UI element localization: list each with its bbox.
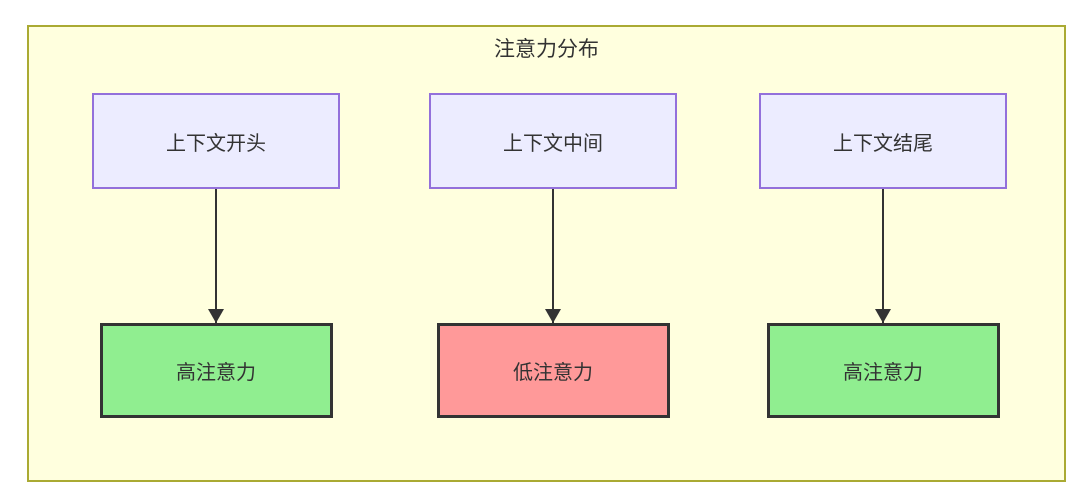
node-high-attention-left: 高注意力: [99, 323, 333, 418]
arrow-down-icon: [552, 189, 554, 323]
diagram-title: 注意力分布: [494, 38, 599, 61]
node-context-middle: 上下文中间: [429, 93, 677, 189]
attention-distribution-subgraph: 注意力分布 上下文开头 高注意力 上下文中间 低注意力 上下文结尾 高注意力: [27, 25, 1066, 482]
arrow-down-icon: [882, 189, 884, 323]
flow-column-context-end: 上下文结尾 高注意力: [759, 93, 1007, 418]
node-high-attention-right: 高注意力: [766, 323, 1000, 418]
node-context-end: 上下文结尾: [759, 93, 1007, 189]
flow-column-context-middle: 上下文中间 低注意力: [429, 93, 677, 418]
arrow-down-icon: [215, 189, 217, 323]
flow-column-context-start: 上下文开头 高注意力: [92, 93, 340, 418]
node-context-start: 上下文开头: [92, 93, 340, 189]
node-low-attention: 低注意力: [436, 323, 670, 418]
